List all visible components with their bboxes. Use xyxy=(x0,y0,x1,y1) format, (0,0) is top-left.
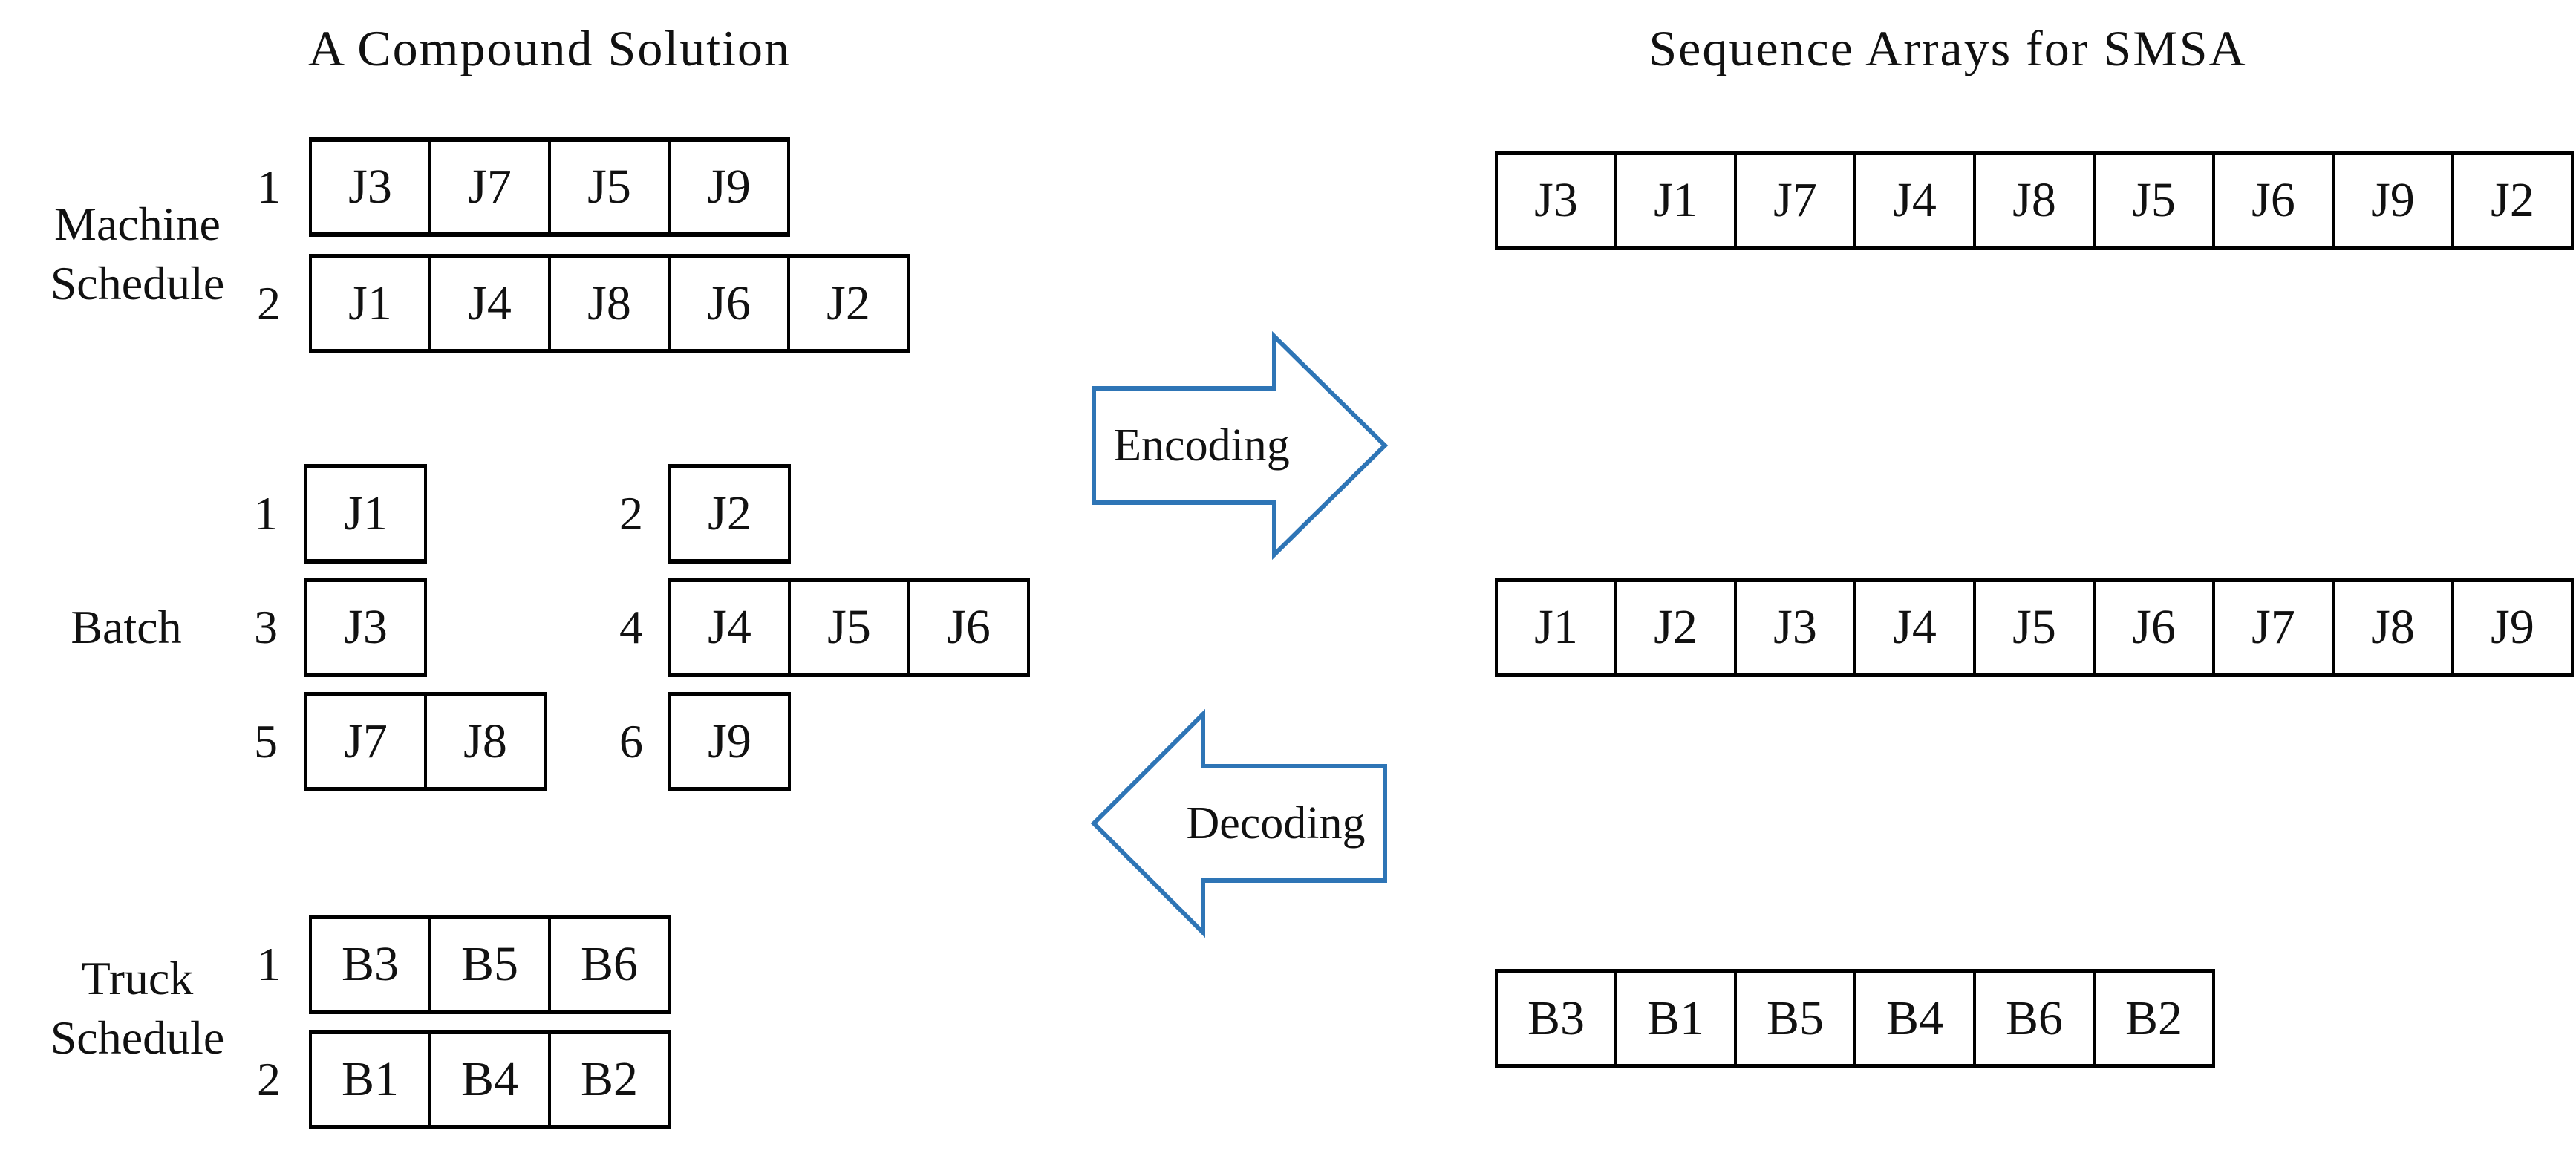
batch-group-3-number: 3 xyxy=(254,601,278,653)
sequence-array-truck: B3 B1 B5 B4 B6 B2 xyxy=(1495,969,2215,1068)
batch-label: Batch xyxy=(71,601,182,653)
decoding-arrow-icon xyxy=(1090,709,1387,938)
schedule-cell: J3 xyxy=(312,142,431,232)
machine-row-1: J3 J7 J5 J9 xyxy=(309,137,790,237)
batch-cell: J2 xyxy=(708,486,751,541)
array-cell: J6 xyxy=(2215,155,2335,246)
truck-cell: B3 xyxy=(312,919,431,1010)
truck-schedule-label: Truck Schedule xyxy=(15,949,260,1068)
batch-cell: J6 xyxy=(947,600,991,654)
array-cell: J4 xyxy=(1856,155,1976,246)
schedule-cell: J8 xyxy=(551,258,671,349)
batch-group-4-number: 4 xyxy=(619,601,643,653)
batch-cell: J4 xyxy=(671,582,791,673)
schedule-cell: J7 xyxy=(431,142,551,232)
batch-cell: J7 xyxy=(307,696,427,787)
array-cell: J9 xyxy=(2335,155,2454,246)
array-cell: J1 xyxy=(1498,582,1617,673)
truck-cell: B6 xyxy=(580,937,639,991)
batch-cell: J8 xyxy=(463,714,507,768)
batch-group-2: J2 xyxy=(668,464,791,564)
batch-group-3: J3 xyxy=(304,578,427,677)
batch-group-6-number: 6 xyxy=(619,715,643,768)
right-title: Sequence Arrays for SMSA xyxy=(1649,20,2247,76)
array-cell: J8 xyxy=(2335,582,2454,673)
left-title: A Compound Solution xyxy=(307,20,792,76)
machine-row-1-number: 1 xyxy=(257,160,281,213)
batch-cell: J9 xyxy=(708,714,751,768)
batch-cell: J5 xyxy=(791,582,910,673)
array-cell: J2 xyxy=(2491,173,2534,227)
batch-group-2-number: 2 xyxy=(619,487,643,540)
array-cell: J3 xyxy=(1498,155,1617,246)
truck-cell: B4 xyxy=(431,1034,551,1125)
machine-schedule-label: Machine Schedule xyxy=(15,195,260,313)
array-cell: J3 xyxy=(1737,582,1856,673)
array-cell: J5 xyxy=(2096,155,2215,246)
truck-row-2-number: 2 xyxy=(257,1053,281,1106)
decoding-arrow-shape xyxy=(1090,709,1387,938)
schedule-cell: J5 xyxy=(551,142,671,232)
array-cell: J8 xyxy=(1976,155,2096,246)
schedule-cell: J6 xyxy=(671,258,790,349)
batch-group-5-number: 5 xyxy=(254,715,278,768)
batch-group-4: J4 J5 J6 xyxy=(668,578,1030,677)
batch-cell: J1 xyxy=(344,486,388,541)
array-cell: B4 xyxy=(1856,973,1976,1064)
array-cell: J7 xyxy=(2215,582,2335,673)
batch-group-6: J9 xyxy=(668,692,791,791)
array-cell: J9 xyxy=(2491,600,2534,654)
encoding-label: Encoding xyxy=(1113,419,1290,471)
machine-row-2: J1 J4 J8 J6 J2 xyxy=(309,254,910,353)
array-cell: B1 xyxy=(1617,973,1737,1064)
machine-schedule-label-line2: Schedule xyxy=(50,257,225,310)
schedule-cell: J9 xyxy=(707,160,751,214)
array-cell: J2 xyxy=(1617,582,1737,673)
machine-schedule-label-line1: Machine xyxy=(54,197,221,250)
truck-cell: B5 xyxy=(431,919,551,1010)
schedule-cell: J4 xyxy=(431,258,551,349)
array-cell: B5 xyxy=(1737,973,1856,1064)
array-cell: B6 xyxy=(1976,973,2096,1064)
array-cell: J5 xyxy=(1976,582,2096,673)
batch-group-1: J1 xyxy=(304,464,427,564)
array-cell: J1 xyxy=(1617,155,1737,246)
encoding-arrow-shape xyxy=(1092,331,1389,560)
truck-cell: B2 xyxy=(580,1052,639,1106)
truck-row-1: B3 B5 B6 xyxy=(309,915,671,1014)
array-cell: J4 xyxy=(1856,582,1976,673)
schedule-cell: J1 xyxy=(312,258,431,349)
array-cell: B2 xyxy=(2125,991,2183,1045)
truck-schedule-label-line2: Schedule xyxy=(50,1011,225,1064)
truck-row-2: B1 B4 B2 xyxy=(309,1030,671,1129)
truck-schedule-label-line1: Truck xyxy=(81,952,194,1005)
array-cell: J7 xyxy=(1737,155,1856,246)
sequence-array-machine: J3 J1 J7 J4 J8 J5 J6 J9 J2 xyxy=(1495,151,2574,250)
decoding-label: Decoding xyxy=(1186,797,1366,849)
array-cell: J6 xyxy=(2096,582,2215,673)
truck-row-1-number: 1 xyxy=(257,938,281,990)
array-cell: B3 xyxy=(1498,973,1617,1064)
machine-row-2-number: 2 xyxy=(257,277,281,330)
encoding-arrow-icon xyxy=(1092,331,1389,560)
sequence-array-batch-assign: J1 J2 J3 J4 J5 J6 J7 J8 J9 xyxy=(1495,578,2574,677)
schedule-cell: J2 xyxy=(826,276,870,330)
batch-group-1-number: 1 xyxy=(254,487,278,540)
truck-cell: B1 xyxy=(312,1034,431,1125)
batch-group-5: J7 J8 xyxy=(304,692,547,791)
batch-cell: J3 xyxy=(344,600,388,654)
